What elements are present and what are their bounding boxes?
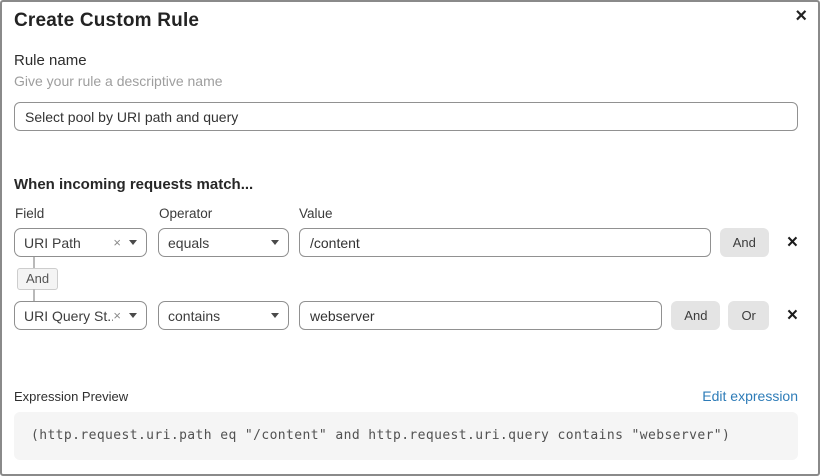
expression-preview-label: Expression Preview [14,388,129,404]
operator-select-value: contains [168,307,221,324]
value-field-wrap [299,301,663,330]
expression-preview-box: (http.request.uri.path eq "/content" and… [14,412,798,460]
field-column-label: Field [15,206,45,221]
value-column-label: Value [299,206,333,221]
connector-line [33,257,35,268]
operator-column-label: Operator [159,206,213,221]
value-field-wrap [299,228,711,257]
connector-line [33,289,35,301]
add-or-condition-button[interactable]: Or [728,301,769,330]
value-input[interactable] [299,228,711,257]
clear-selection-icon[interactable]: × [113,235,121,250]
and-connector-badge: And [17,268,59,290]
field-select[interactable]: URI Path × [14,228,147,257]
clear-selection-icon[interactable]: × [113,308,121,323]
condition-row: URI Path × equals And × [14,228,798,257]
condition-row: URI Query St... × contains And Or × [14,301,798,330]
chevron-down-icon [271,313,279,318]
column-labels: Field Operator Value [14,206,798,222]
operator-select-value: equals [168,234,210,251]
rule-name-field-wrap [14,102,798,131]
rule-name-label: Rule name [14,52,87,69]
operator-select[interactable]: equals [158,228,289,257]
chevron-down-icon [129,313,137,318]
close-icon[interactable]: × [795,5,807,27]
dialog-title: Create Custom Rule [14,10,200,31]
rule-name-hint: Give your rule a descriptive name [14,73,223,89]
delete-condition-icon[interactable]: × [786,305,798,326]
expression-preview-header: Expression Preview Edit expression [14,388,798,404]
add-and-condition-button[interactable]: And [719,228,769,257]
match-section-heading: When incoming requests match... [14,176,254,193]
field-select-value: URI Path [24,234,81,251]
value-input[interactable] [299,301,663,330]
rule-name-input[interactable] [14,102,798,131]
field-select[interactable]: URI Query St... × [14,301,147,330]
chevron-down-icon [129,240,137,245]
add-and-condition-button[interactable]: And [671,301,721,330]
field-select-value: URI Query St... [24,307,114,324]
delete-condition-icon[interactable]: × [786,232,798,253]
chevron-down-icon [271,240,279,245]
edit-expression-link[interactable]: Edit expression [702,388,798,404]
expression-code: (http.request.uri.path eq "/content" and… [31,428,731,443]
operator-select[interactable]: contains [158,301,289,330]
